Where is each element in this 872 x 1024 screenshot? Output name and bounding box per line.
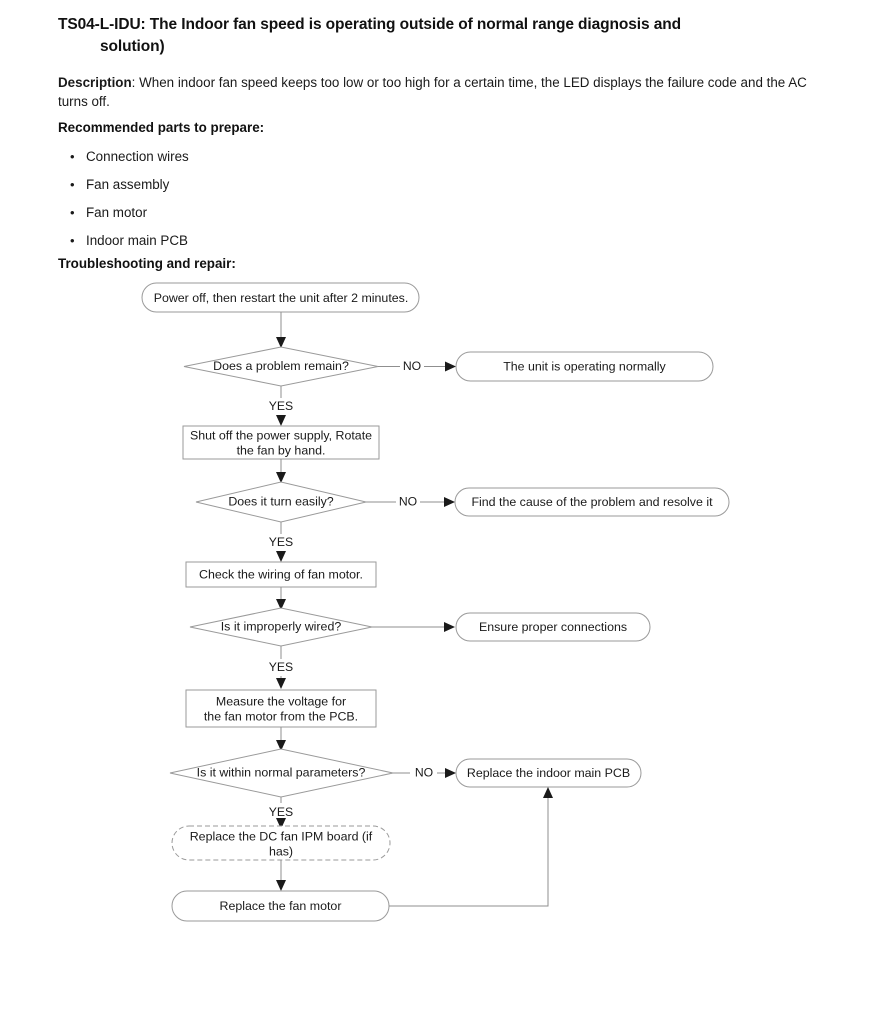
flow-decision-within-parameters-label: Is it within normal parameters? [197, 765, 366, 779]
edge-label-yes-1: YES [269, 399, 293, 413]
arrowhead-down [276, 818, 286, 829]
flow-node-ensure-connections-label: Ensure proper connections [479, 620, 627, 634]
arrowhead-down [276, 472, 286, 483]
flow-node-replace-ipm-board-line2: has) [269, 844, 293, 858]
description-paragraph: Description: When indoor fan speed keeps… [58, 73, 810, 111]
flow-node-operating-normally-label: The unit is operating normally [503, 359, 666, 373]
flow-node-shut-off-power-line2: the fan by hand. [237, 443, 326, 457]
flow-node-ensure-connections [455, 612, 651, 642]
flow-node-find-cause [454, 487, 730, 517]
parts-list: Connection wires Fan assembly Fan motor … [58, 143, 189, 255]
edge-label-no-4: NO [415, 766, 433, 780]
edge-label-yes-2: YES [269, 535, 293, 549]
edge-label-yes-3: YES [269, 660, 293, 674]
page-title: TS04-L-IDU: The Indoor fan speed is oper… [58, 14, 818, 58]
flow-decision-improperly-wired-label: Is it improperly wired? [221, 619, 342, 633]
page-title-line1: TS04-L-IDU: The Indoor fan speed is oper… [58, 16, 681, 33]
flow-node-replace-fan-motor-label: Replace the fan motor [220, 899, 342, 913]
flow-decision-problem-remain-label: Does a problem remain? [213, 359, 349, 373]
flow-node-shut-off-power [182, 425, 380, 460]
troubleshooting-flowchart: Power off, then restart the unit after 2… [0, 270, 872, 930]
flow-node-check-wiring-label: Check the wiring of fan motor. [199, 567, 363, 581]
edge-label-yes-4: YES [269, 805, 293, 819]
page-title-line2: solution) [100, 38, 165, 55]
flow-node-check-wiring [185, 561, 377, 588]
flow-node-measure-voltage-line1: Measure the voltage for [216, 694, 346, 708]
arrowhead-right [445, 768, 456, 778]
arrowhead-down [276, 337, 286, 348]
flow-node-operating-normally [455, 351, 714, 382]
arrowhead-down [276, 740, 286, 751]
parts-heading: Recommended parts to prepare: [58, 120, 265, 135]
flow-node-replace-main-pcb-label: Replace the indoor main PCB [467, 766, 630, 780]
arrowhead-down [276, 551, 286, 562]
flow-node-find-cause-label: Find the cause of the problem and resolv… [471, 495, 713, 509]
flow-node-shut-off-power-line1: Shut off the power supply, Rotate [190, 428, 372, 442]
description-text: : When indoor fan speed keeps too low or… [58, 75, 807, 109]
arrowhead-down [276, 678, 286, 689]
edge-label-no-1: NO [403, 359, 421, 373]
repair-heading: Troubleshooting and repair: [58, 256, 236, 271]
description-label: Description [58, 75, 132, 90]
arrowhead-up [543, 787, 553, 798]
flow-node-replace-main-pcb [455, 758, 642, 788]
flow-node-measure-voltage [185, 689, 377, 728]
flow-node-replace-ipm-board-line1: Replace the DC fan IPM board (if [190, 829, 373, 843]
list-item: Connection wires [58, 143, 189, 171]
arrowhead-down [276, 880, 286, 891]
arrowhead-right [444, 497, 455, 507]
list-item: Fan motor [58, 199, 189, 227]
flow-node-measure-voltage-line2: the fan motor from the PCB. [204, 709, 358, 723]
list-item: Fan assembly [58, 171, 189, 199]
edge-feedback-to-main-pcb [389, 797, 549, 907]
arrowhead-right [445, 361, 456, 372]
arrowhead-down [276, 415, 286, 426]
flow-decision-turn-easily-label: Does it turn easily? [228, 494, 333, 508]
edge-label-no-2: NO [399, 495, 417, 509]
list-item: Indoor main PCB [58, 227, 189, 255]
flow-node-start-label: Power off, then restart the unit after 2… [154, 291, 409, 305]
arrowhead-down [276, 599, 286, 610]
arrowhead-right [444, 622, 455, 632]
